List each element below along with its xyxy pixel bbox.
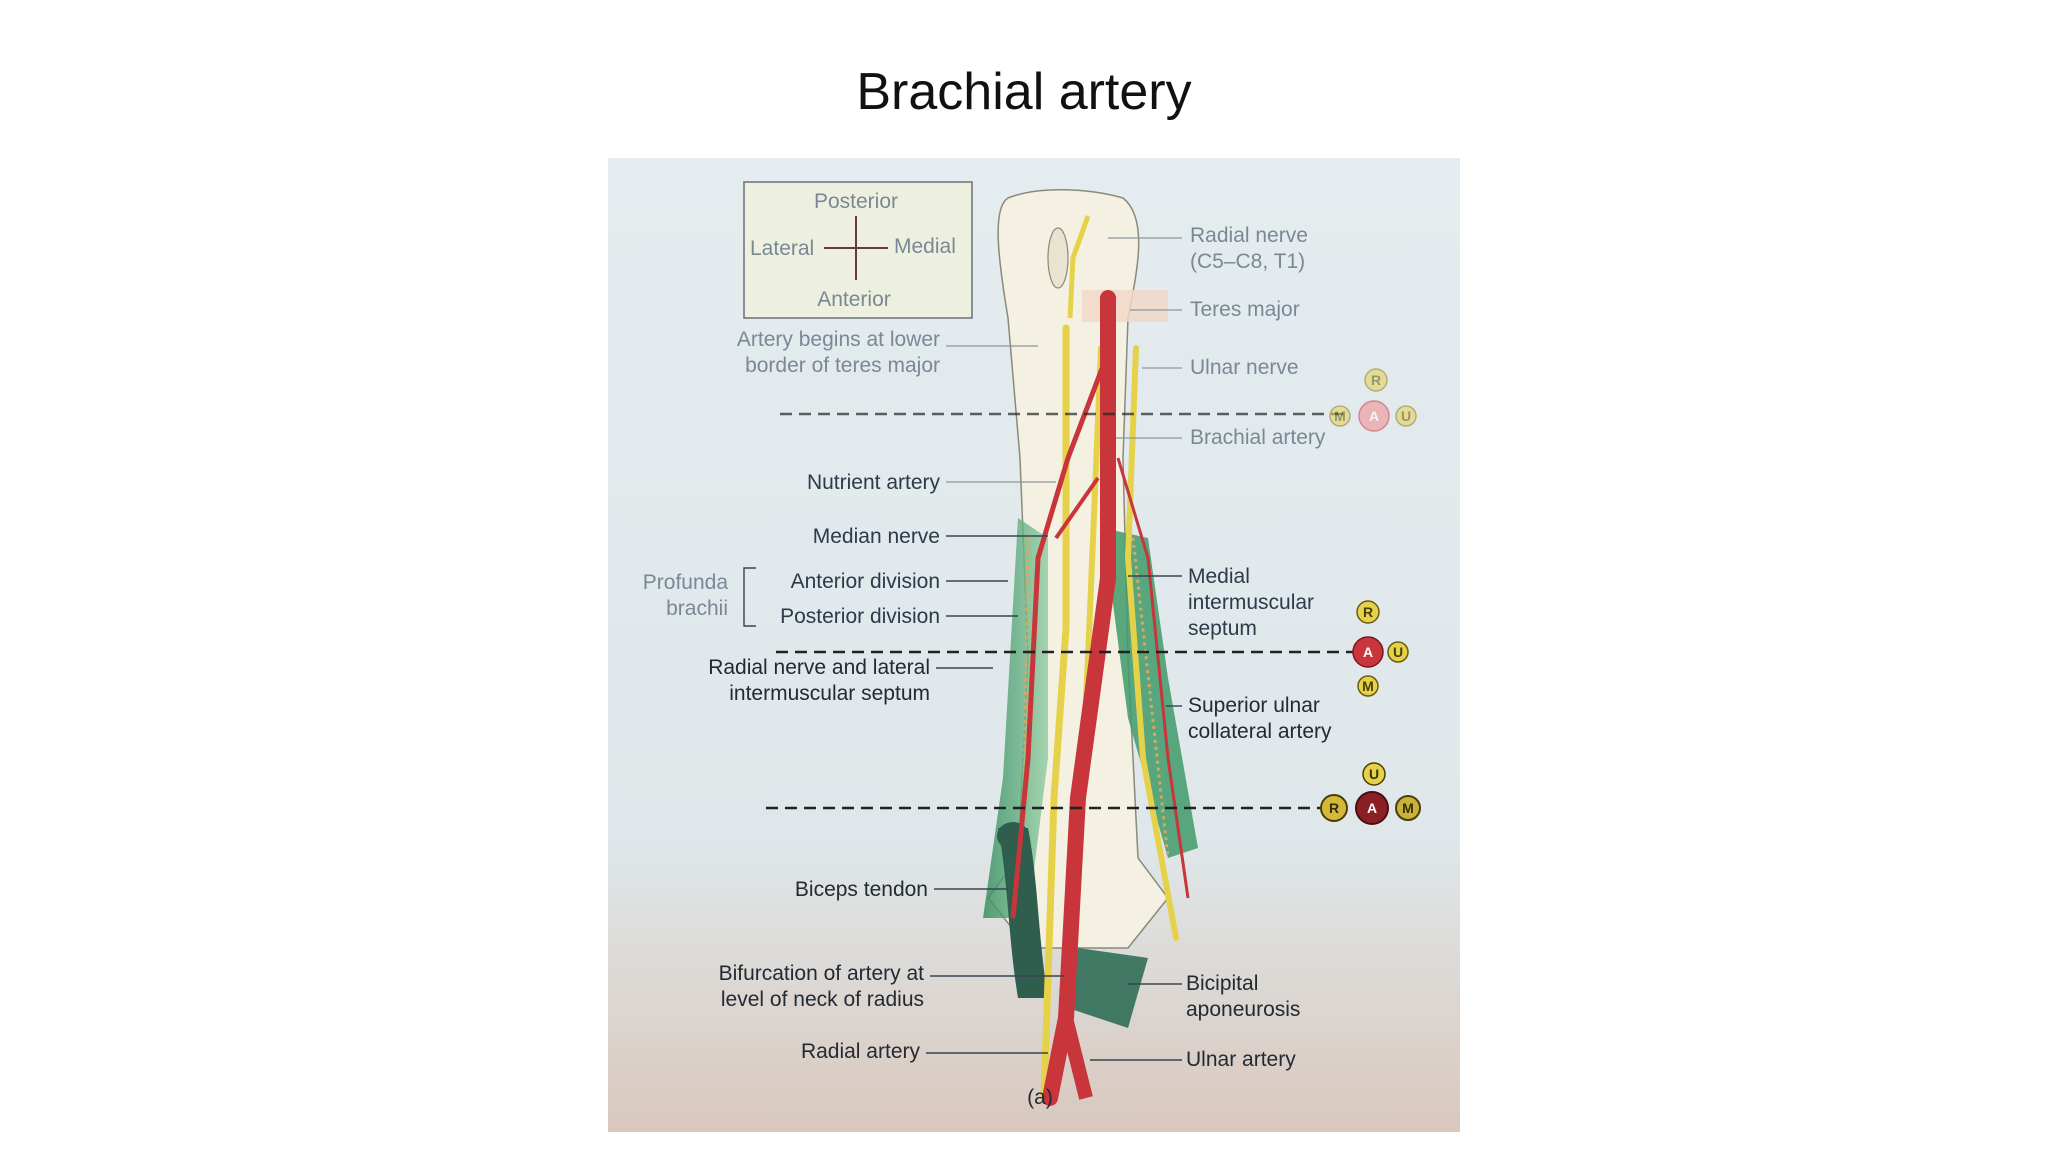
label-biceps-tendon: Biceps tendon [795,878,928,901]
badge-middle-a: A [1363,644,1373,660]
label-anterior-division: Anterior division [791,570,940,593]
badge-lower-r: R [1329,800,1339,816]
orientation-anterior: Anterior [817,288,891,311]
label-teres-major: Teres major [1190,298,1300,321]
brachial-artery-illustration: Posterior Lateral Medial Anterior [608,158,1460,1132]
label-artery-begins-2: border of teres major [745,354,940,377]
orientation-posterior: Posterior [814,190,898,213]
label-medial-septum-2: intermuscular [1188,591,1314,614]
badge-upper-u: U [1401,408,1411,424]
biceps-tendon [998,828,1048,998]
slide-title: Brachial artery [856,63,1192,121]
nerves [1040,215,1179,1102]
orientation-medial: Medial [894,235,956,258]
label-ulnar-artery: Ulnar artery [1186,1048,1296,1071]
orientation-box: Posterior Lateral Medial Anterior [743,181,973,319]
label-profunda-1: Profunda [643,571,729,594]
cross-section-upper: R M A U [1329,368,1417,432]
badge-lower-m: M [1402,800,1414,816]
label-brachial-artery: Brachial artery [1190,426,1326,449]
label-radial-lateral-1: Radial nerve and lateral [708,656,930,679]
label-medial-septum-3: septum [1188,617,1257,640]
label-bifurcation-2: level of neck of radius [721,988,924,1011]
brachial-artery [1010,290,1190,1106]
label-median-nerve: Median nerve [813,525,940,548]
label-superior-ulnar-2: collateral artery [1188,720,1332,743]
bicipital-aponeurosis [1068,948,1148,1028]
label-radial-nerve-2: (C5–C8, T1) [1190,250,1305,273]
label-posterior-division: Posterior division [780,605,940,628]
badge-upper-r: R [1371,372,1381,388]
label-profunda-2: brachii [666,597,728,620]
cross-section-lower: U R A M [1320,762,1421,825]
label-ulnar-nerve: Ulnar nerve [1190,356,1299,379]
label-radial-nerve-1: Radial nerve [1190,224,1308,247]
figure-caption: (a) [1027,1086,1053,1109]
label-bifurcation-1: Bifurcation of artery at [719,962,925,985]
badge-middle-u: U [1393,644,1403,660]
badge-lower-a: A [1367,800,1377,816]
label-artery-begins-1: Artery begins at lower [737,328,940,351]
badge-lower-u: U [1369,766,1379,782]
label-medial-septum-1: Medial [1188,565,1250,588]
label-radial-lateral-2: intermuscular septum [729,682,930,705]
badge-upper-m: M [1334,408,1346,424]
label-superior-ulnar-1: Superior ulnar [1188,694,1320,717]
label-bicipital-1: Bicipital [1186,972,1258,995]
label-nutrient-artery: Nutrient artery [807,471,941,494]
badge-middle-m: M [1362,678,1374,694]
orientation-lateral: Lateral [750,237,814,260]
label-bicipital-2: aponeurosis [1186,998,1300,1021]
badge-upper-a: A [1369,408,1379,424]
teres-major [1082,290,1168,322]
cross-section-middle: R A U M [1352,600,1409,697]
label-radial-artery: Radial artery [801,1040,921,1063]
badge-middle-r: R [1363,604,1373,620]
